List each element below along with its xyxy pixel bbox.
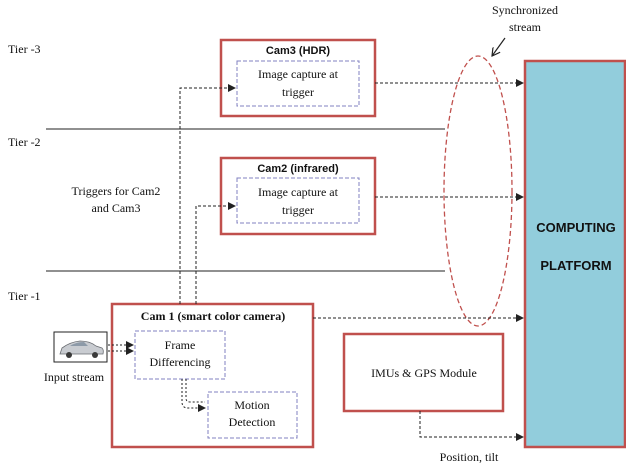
sync-pointer-arrow	[492, 37, 506, 56]
sync-stream-label-line2: stream	[509, 20, 542, 34]
cam3-capture-label-line2: trigger	[282, 85, 314, 99]
imu-gps-box	[342, 332, 505, 413]
computing-platform-label-line1: COMPUTING	[536, 220, 615, 235]
cam2-title: Cam2 (infrared)	[257, 163, 339, 175]
tier-1-label: Tier -1	[8, 289, 41, 303]
triggers-label-line1: Triggers for Cam2	[72, 184, 161, 198]
frame-differencing-label-line2: Differencing	[149, 355, 210, 369]
frame-to-motion-arrow-shadow	[185, 379, 205, 403]
computing-platform-box	[523, 59, 626, 449]
frame-differencing-label-line1: Frame	[165, 338, 196, 352]
sync-stream-label-line1: Synchronized	[492, 3, 558, 17]
cam3-title: Cam3 (HDR)	[266, 45, 331, 57]
cam3-capture-label-line1: Image capture at	[258, 67, 339, 81]
trigger-to-cam3-arrow	[179, 84, 236, 304]
position-tilt-label: Position, tilt	[440, 450, 499, 464]
imu-to-platform-arrow	[419, 411, 524, 441]
sync-stream-ellipse	[443, 55, 513, 327]
input-stream-label: Input stream	[44, 370, 105, 384]
frame-differencing-box	[134, 330, 226, 380]
triggers-label-line2: and Cam3	[92, 201, 141, 215]
cam2-capture-label-line1: Image capture at	[258, 185, 339, 199]
frame-to-motion-arrow	[181, 379, 206, 412]
motion-detection-label-line2: Detection	[229, 415, 276, 429]
cam3-capture-box	[236, 60, 360, 107]
tier-2-label: Tier -2	[8, 135, 41, 149]
cam2-capture-label-line2: trigger	[282, 203, 314, 217]
motion-detection-box	[207, 391, 298, 439]
trigger-to-cam2-arrow	[195, 202, 236, 304]
computing-platform-label-line2: PLATFORM	[540, 258, 611, 273]
car-icon	[59, 340, 104, 358]
motion-detection-label-line1: Motion	[234, 398, 269, 412]
cam2-capture-box	[236, 177, 360, 224]
tier-3-label: Tier -3	[8, 42, 41, 56]
imu-gps-label: IMUs & GPS Module	[371, 366, 477, 380]
cam1-title: Cam 1 (smart color camera)	[141, 309, 285, 323]
